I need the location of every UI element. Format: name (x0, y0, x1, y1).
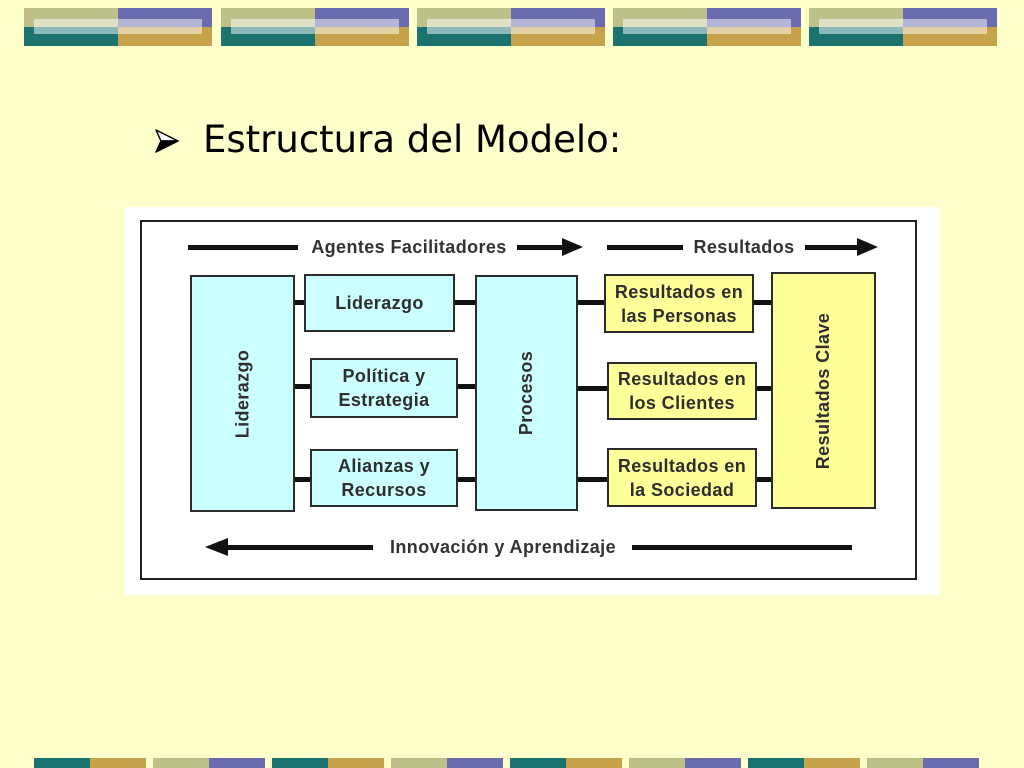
footer-stripe-segment (447, 758, 503, 768)
footer-stripe-segment (510, 758, 566, 768)
footer-stripe-segment (923, 758, 979, 768)
box-label-line: Alianzas y (337, 456, 431, 476)
box-label-line: Resultados en (617, 455, 747, 476)
footer-stripe-segment (209, 758, 265, 768)
connector (757, 386, 771, 391)
innovation-footer-label: Innovación y Aprendizaje (390, 537, 616, 557)
results-arrow-line-right (805, 245, 860, 250)
box-label-line: Resultados en (614, 281, 744, 302)
footer-stripe-segment (153, 758, 209, 768)
results-header-label: Resultados (693, 237, 795, 257)
box-label-line: los Clientes (629, 393, 735, 413)
connector (757, 477, 771, 482)
arrow-bullet-icon (155, 129, 179, 153)
box-label-line: las Personas (621, 305, 737, 326)
box-label-line: Política y (342, 366, 426, 386)
leadership-box: Liderazgo (304, 274, 455, 332)
connector (578, 477, 607, 482)
results-arrow-line-left (607, 245, 683, 250)
box-label: Liderazgo (335, 293, 424, 313)
stripe-highlight (231, 19, 399, 34)
footer-stripe-segment (804, 758, 860, 768)
connector (295, 300, 304, 305)
box-label: Liderazgo (232, 349, 253, 438)
slide-title: Estructura del Modelo: (203, 118, 622, 161)
arrow-right-icon (857, 238, 878, 256)
box-label: Resultados Clave (813, 312, 834, 469)
enablers-arrow-line-right (517, 245, 565, 250)
stripe-highlight (819, 19, 987, 34)
leadership-column-box: Liderazgo (190, 275, 295, 512)
footer-stripe-segment (90, 758, 146, 768)
footer-stripe-segment (34, 758, 90, 768)
footer-stripe-band (0, 758, 1024, 768)
footer-stripe-segment (748, 758, 804, 768)
footer-stripe-segment (328, 758, 384, 768)
innovation-arrow-line-right (632, 545, 852, 550)
header-stripe-block (613, 8, 801, 46)
partnerships-resources-box: Alianzas y Recursos (310, 449, 458, 507)
header-stripe-band (0, 0, 1024, 50)
key-results-column-box: Resultados Clave (771, 272, 876, 509)
box-label: Procesos (516, 350, 537, 436)
connector (578, 300, 604, 305)
connector (295, 477, 310, 482)
box-label-line: Resultados en (617, 369, 747, 389)
box-label-line: Estrategia (338, 390, 430, 410)
connector (754, 300, 771, 305)
diagram-frame (140, 220, 917, 580)
header-stripe-block (809, 8, 997, 46)
stripe-highlight (427, 19, 595, 34)
arrow-right-icon (562, 238, 583, 256)
header-stripe-block (221, 8, 409, 46)
footer-stripe-segment (566, 758, 622, 768)
connector (295, 384, 310, 389)
stripe-highlight (34, 19, 202, 34)
box-label-line: Recursos (341, 480, 427, 500)
innovation-arrow-line-left (226, 545, 373, 550)
society-results-box: Resultados en la Sociedad (607, 448, 757, 507)
footer-stripe-segment (391, 758, 447, 768)
customer-results-box: Resultados en los Clientes (607, 362, 757, 420)
people-results-box: Resultados en las Personas (604, 274, 754, 333)
policy-strategy-box: Política y Estrategia (310, 358, 458, 418)
connector (455, 300, 475, 305)
processes-column-box: Procesos (475, 275, 578, 511)
footer-stripe-segment (685, 758, 741, 768)
footer-stripe-segment (629, 758, 685, 768)
header-stripe-block (24, 8, 212, 46)
enablers-arrow-line-left (188, 245, 298, 250)
enablers-header-label: Agentes Facilitadores (311, 237, 507, 257)
connector (458, 384, 475, 389)
arrow-left-icon (205, 538, 228, 556)
footer-stripe-segment (272, 758, 328, 768)
header-stripe-block (417, 8, 605, 46)
box-label-line: la Sociedad (629, 479, 735, 500)
connector (458, 477, 475, 482)
connector (578, 386, 607, 391)
footer-stripe-segment (867, 758, 923, 768)
stripe-highlight (623, 19, 791, 34)
